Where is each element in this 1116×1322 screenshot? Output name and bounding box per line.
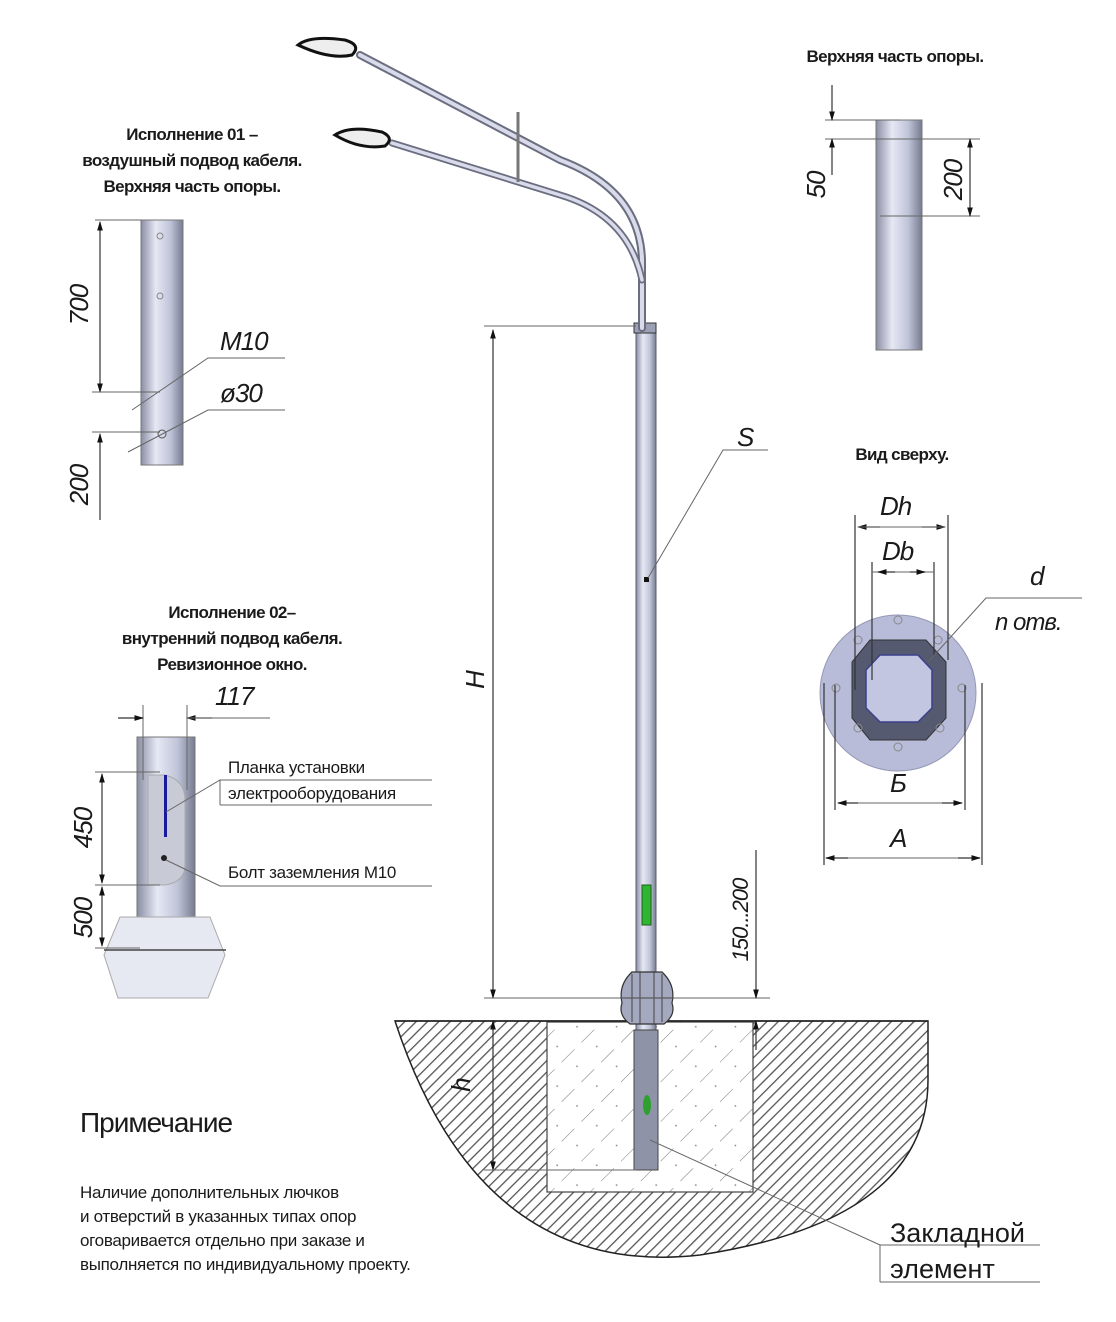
variant-02-detail	[95, 705, 432, 999]
dim-top-outer: Dh	[880, 491, 912, 521]
dim-v02-base: 500	[68, 896, 98, 938]
dim-wall: S	[737, 422, 755, 452]
variant-01-title-1: Исполнение 01 –	[126, 125, 258, 144]
ground-section	[393, 1020, 929, 1258]
plank	[164, 775, 167, 837]
dim-hole-n: n отв.	[995, 609, 1062, 636]
variant-02-title-2: внутренний подвод кабеля.	[122, 629, 342, 648]
dim-ground-gap: 150...200	[728, 877, 753, 962]
plank-label-1: Планка установки	[228, 758, 365, 777]
dim-height: H	[460, 670, 490, 689]
service-door	[641, 884, 652, 926]
luminaire-upper	[295, 36, 358, 58]
dim-top-offset: 50	[801, 170, 831, 198]
embedded-door	[643, 1095, 651, 1115]
embedded-label-1: Закладной	[890, 1218, 1025, 1248]
top-part-detail	[825, 85, 980, 351]
luminaire-lower	[332, 127, 391, 149]
main-dimensions	[484, 325, 1040, 1283]
dim-v02-width: 117	[215, 681, 256, 711]
top-view-detail	[819, 515, 1082, 865]
dim-v01-bottom: 200	[64, 463, 94, 506]
main-pole	[620, 322, 674, 1171]
dim-v01-top: 700	[64, 283, 94, 325]
dim-flange-a: A	[888, 823, 906, 853]
dim-v01-thread: М10	[220, 326, 269, 356]
note-line-2: и отверстий в указанных типах опор	[80, 1207, 356, 1226]
dim-top-spacing: 200	[938, 158, 968, 201]
dim-hole-d: d	[1030, 561, 1046, 591]
bolt-label: Болт заземления М10	[228, 863, 396, 882]
dim-bolt-b: Б	[890, 768, 907, 798]
variant-02-title-3: Ревизионное окно.	[157, 655, 307, 674]
variant-01-detail	[92, 219, 285, 520]
bracket-arms	[295, 36, 646, 332]
top-part-title: Верхняя часть опоры.	[806, 47, 983, 66]
dim-top-inner: Db	[882, 536, 914, 566]
dim-depth: h	[446, 1078, 476, 1092]
v02-base-collar	[103, 916, 226, 999]
dim-v02-window: 450	[68, 806, 98, 848]
note-line-1: Наличие дополнительных лючков	[80, 1183, 339, 1202]
variant-01-title-2: воздушный подвод кабеля.	[82, 151, 302, 170]
plank-label-2: электрооборудования	[228, 784, 396, 803]
variant-02-title-1: Исполнение 02–	[168, 603, 295, 622]
top-view-title: Вид сверху.	[855, 445, 948, 464]
note-line-3: оговаривается отдельно при заказе и	[80, 1231, 365, 1250]
note-heading: Примечание	[80, 1107, 232, 1138]
dim-v01-hole: ø30	[220, 378, 263, 408]
embedded-label-2: элемент	[890, 1254, 995, 1284]
note-line-4: выполняется по индивидуальному проекту.	[80, 1255, 411, 1274]
variant-01-title-3: Верхняя часть опоры.	[103, 177, 280, 196]
